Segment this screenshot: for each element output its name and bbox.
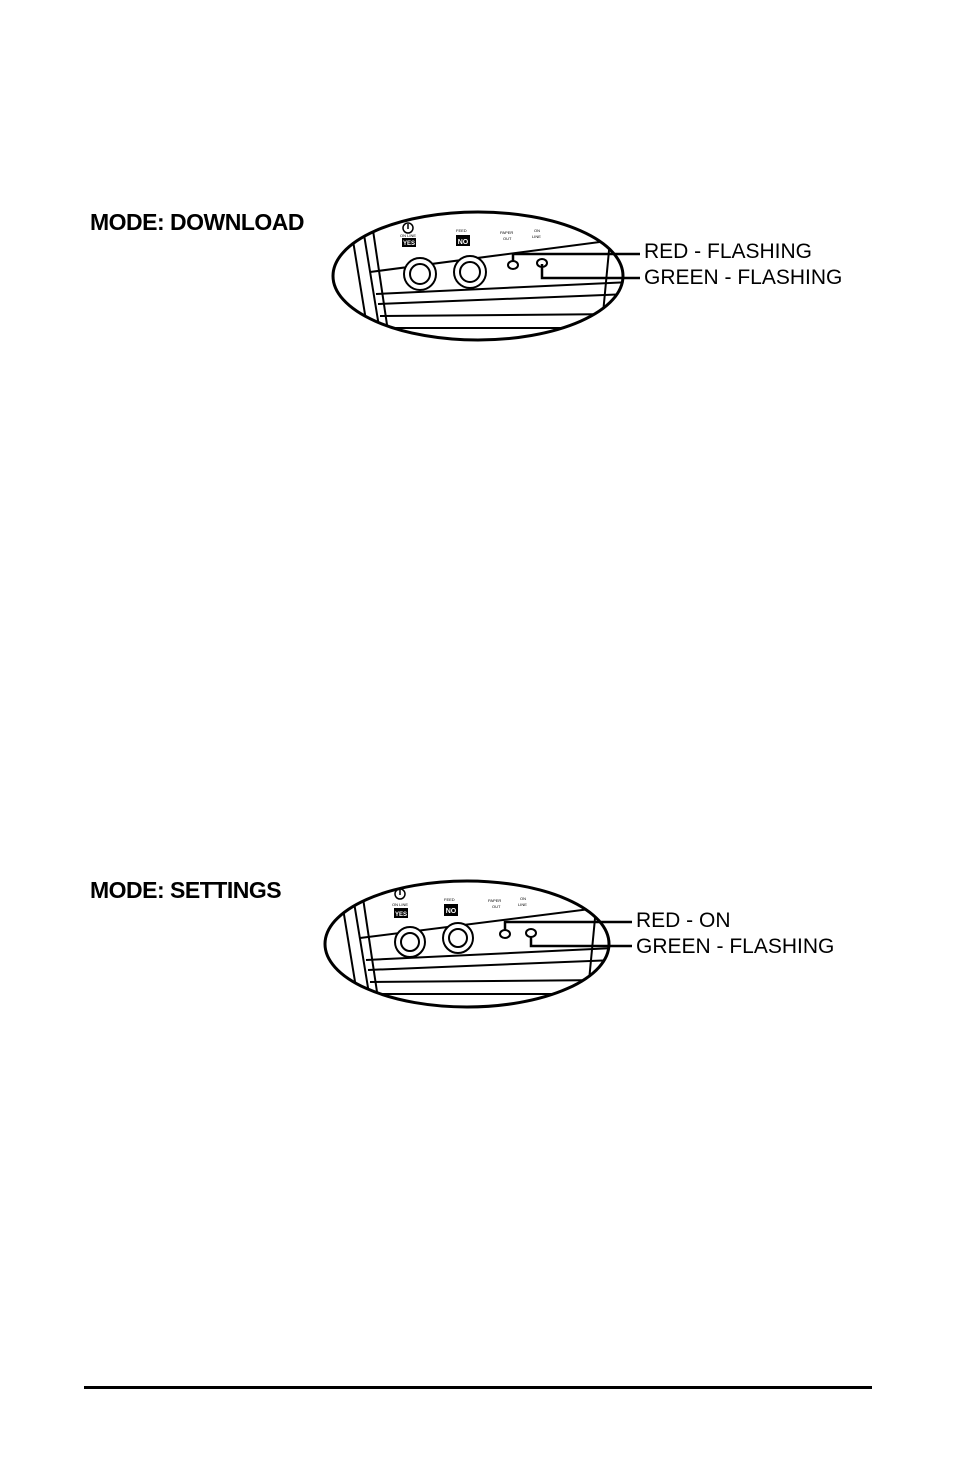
download-red-led-status: RED - FLASHING xyxy=(644,240,812,264)
svg-text:LINE: LINE xyxy=(518,902,527,907)
svg-text:YES: YES xyxy=(395,912,407,918)
printer-panel-settings-illustration: YES NO ON LINE FEED PAPER OUT ON LINE xyxy=(322,878,614,1012)
svg-text:PAPER: PAPER xyxy=(488,898,501,903)
svg-text:ON: ON xyxy=(520,896,526,901)
mode-settings-title: MODE: SETTINGS xyxy=(90,877,281,904)
svg-text:ON LINE: ON LINE xyxy=(392,902,408,907)
settings-red-led-status: RED - ON xyxy=(636,909,731,933)
svg-text:FEED: FEED xyxy=(444,897,455,902)
svg-text:OUT: OUT xyxy=(492,904,501,909)
download-green-led-status: GREEN - FLASHING xyxy=(644,266,842,290)
settings-green-led-status: GREEN - FLASHING xyxy=(636,935,834,959)
svg-text:NO: NO xyxy=(446,908,457,915)
footer-divider xyxy=(84,1386,872,1389)
